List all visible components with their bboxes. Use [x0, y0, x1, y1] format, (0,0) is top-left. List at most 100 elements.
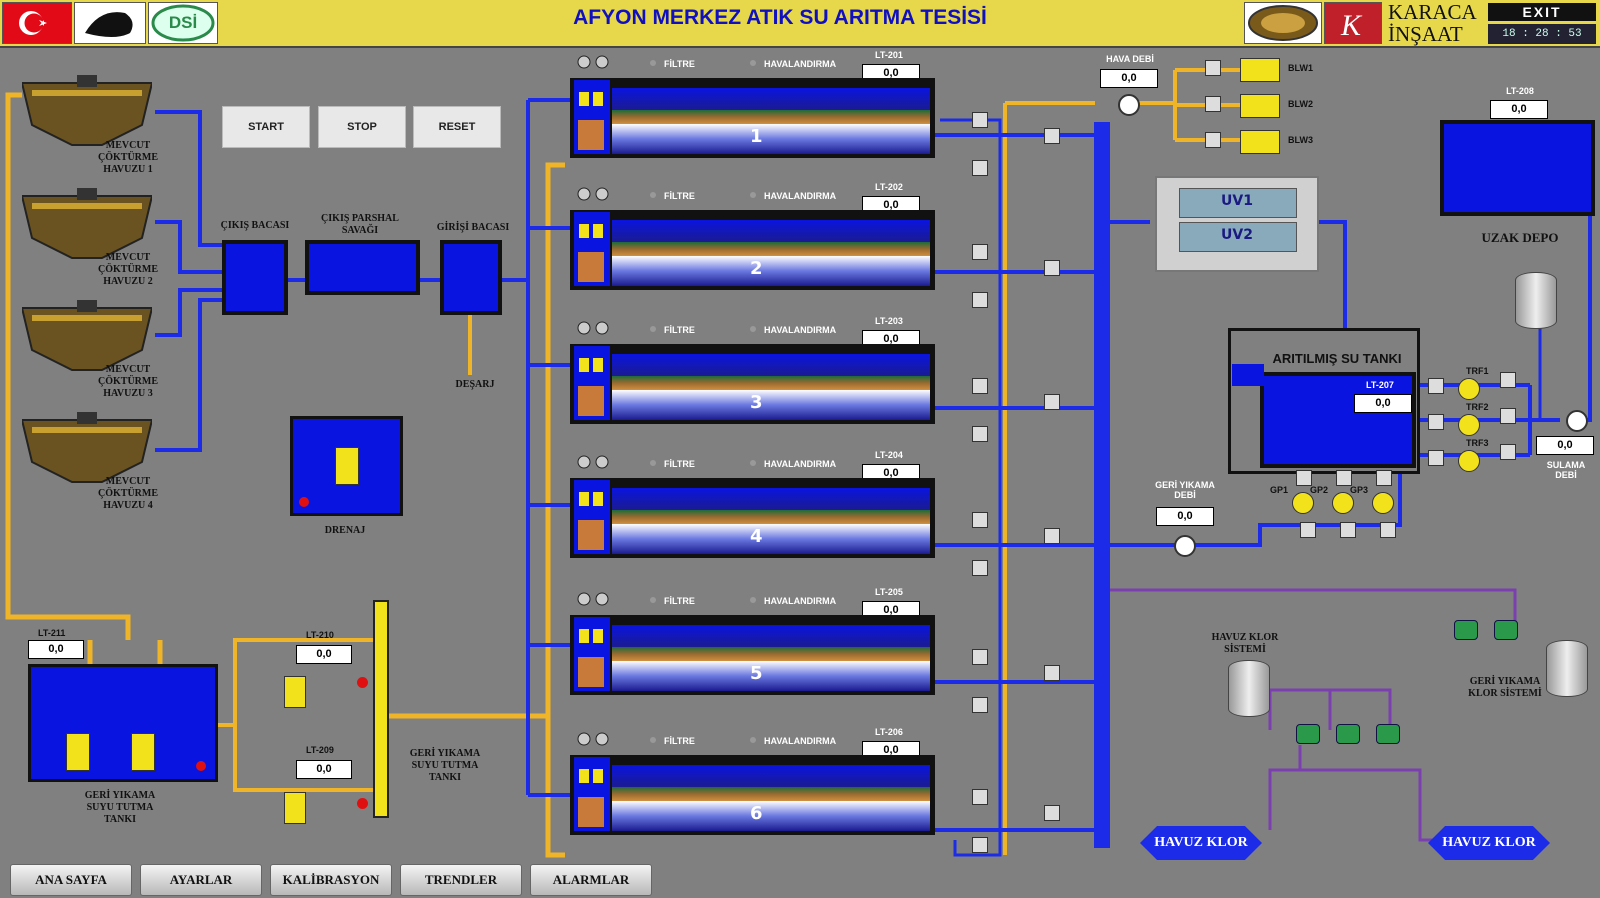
- parshal-flume[interactable]: [305, 240, 420, 295]
- geri-yikama-debi-value: 0,0: [1156, 507, 1214, 526]
- sulama-flow-meter-icon: [1566, 410, 1588, 432]
- filter-6-basin[interactable]: [570, 755, 935, 835]
- nav-alarmlar-button[interactable]: ALARMLAR: [530, 864, 652, 896]
- start-button[interactable]: START: [222, 106, 310, 148]
- uv2-chamber[interactable]: [1179, 222, 1297, 252]
- girisi-bacasi-tank[interactable]: [440, 240, 502, 315]
- cikis-bacasi-tank[interactable]: [222, 240, 288, 315]
- filter-1-valve-icon[interactable]: [972, 112, 988, 128]
- filter-4-outlet-valve-icon[interactable]: [1044, 528, 1060, 544]
- chlor-pump-5-icon[interactable]: [1494, 620, 1518, 640]
- clarifier-3[interactable]: [20, 300, 154, 372]
- havuz-klor-arrow-left[interactable]: [1140, 826, 1262, 860]
- gp-2-top-valve-icon[interactable]: [1336, 470, 1352, 486]
- blower-3[interactable]: [1240, 130, 1280, 154]
- sulama-debi-label: SULAMA DEBİ: [1546, 460, 1586, 480]
- lt-209-tag: LT-209: [306, 745, 334, 755]
- filter-5-basin[interactable]: [570, 615, 935, 695]
- nav-kali̇brasyon-button[interactable]: KALİBRASYON: [270, 864, 392, 896]
- trf-1-outlet-valve-icon[interactable]: [1500, 372, 1516, 388]
- nav-trendler-button[interactable]: TRENDLER: [400, 864, 522, 896]
- filter-5-valve-icon[interactable]: [972, 649, 988, 665]
- dsi-logo: DSİ: [148, 2, 218, 44]
- nav-ayarlar-button[interactable]: AYARLAR: [140, 864, 262, 896]
- gp-1-bottom-valve-icon[interactable]: [1300, 522, 1316, 538]
- gp-3-pump[interactable]: [1372, 492, 1394, 514]
- gy-pump-2-icon[interactable]: [131, 733, 155, 771]
- gy-level-column: [373, 600, 389, 818]
- uv-unit[interactable]: UV1 UV2: [1155, 176, 1319, 272]
- gp-2-pump[interactable]: [1332, 492, 1354, 514]
- uzak-depo-chlor-tank[interactable]: [1515, 272, 1557, 329]
- filter-2-mode-filtre: FİLTRE: [650, 184, 695, 203]
- drenaj-tank[interactable]: [290, 416, 403, 516]
- gp-3-top-valve-icon[interactable]: [1376, 470, 1392, 486]
- uv1-label: UV1: [1221, 193, 1253, 209]
- exit-button[interactable]: EXIT: [1488, 3, 1596, 21]
- clarifier-1[interactable]: [20, 75, 154, 147]
- trf-3-inlet-valve-icon[interactable]: [1428, 450, 1444, 466]
- filter-2-air-valve-icon[interactable]: [972, 292, 988, 308]
- filter-1-air-valve-icon[interactable]: [972, 160, 988, 176]
- gp-1-pump[interactable]: [1292, 492, 1314, 514]
- gy-small-pump-bottom-icon[interactable]: [284, 792, 306, 824]
- aritilmis-tank[interactable]: [1260, 372, 1416, 468]
- filter-4-valve-icon[interactable]: [972, 512, 988, 528]
- filter-2-valve-icon[interactable]: [972, 244, 988, 260]
- geri-yikama-klor-tank[interactable]: [1546, 640, 1588, 697]
- gp-3-bottom-valve-icon[interactable]: [1380, 522, 1396, 538]
- filter-6-valve-icon[interactable]: [972, 789, 988, 805]
- gy-pump-1-icon[interactable]: [66, 733, 90, 771]
- chlor-pump-3-icon[interactable]: [1376, 724, 1400, 744]
- stop-button[interactable]: STOP: [318, 106, 406, 148]
- filter-3-mode-filtre: FİLTRE: [650, 318, 695, 337]
- trf-2-inlet-valve-icon[interactable]: [1428, 414, 1444, 430]
- filter-4-air-valve-icon[interactable]: [972, 560, 988, 576]
- gy-small-pump-top-icon[interactable]: [284, 676, 306, 708]
- gp-1-top-valve-icon[interactable]: [1296, 470, 1312, 486]
- blower-1-valve-icon[interactable]: [1205, 60, 1221, 76]
- filter-2-motors: [576, 186, 612, 202]
- filter-1-basin[interactable]: [570, 78, 935, 158]
- uv1-chamber[interactable]: [1179, 188, 1297, 218]
- gp-2-bottom-valve-icon[interactable]: [1340, 522, 1356, 538]
- trf-2-pump[interactable]: [1458, 414, 1480, 436]
- filter-6-air-valve-icon[interactable]: [972, 837, 988, 853]
- dsi-logo-text: DSİ: [168, 13, 198, 32]
- havuz-klor-tank[interactable]: [1228, 660, 1270, 717]
- trf-1-inlet-valve-icon[interactable]: [1428, 378, 1444, 394]
- blower-3-valve-icon[interactable]: [1205, 132, 1221, 148]
- filter-4-basin[interactable]: [570, 478, 935, 558]
- chlor-pump-1-icon[interactable]: [1296, 724, 1320, 744]
- filter-6-outlet-valve-icon[interactable]: [1044, 805, 1060, 821]
- blower-2[interactable]: [1240, 94, 1280, 118]
- clarifier-2[interactable]: [20, 188, 154, 260]
- filter-3-valve-icon[interactable]: [972, 378, 988, 394]
- uzak-depo-tank[interactable]: [1440, 120, 1595, 216]
- chlor-pump-2-icon[interactable]: [1336, 724, 1360, 744]
- blower-1[interactable]: [1240, 58, 1280, 82]
- filter-2-basin[interactable]: [570, 210, 935, 290]
- svg-text:K: K: [1340, 9, 1363, 42]
- filter-2-outlet-valve-icon[interactable]: [1044, 260, 1060, 276]
- geri-yikama-main-tank[interactable]: [28, 664, 218, 782]
- havuz-klor-arrow-right[interactable]: [1428, 826, 1550, 860]
- clarifier-4[interactable]: [20, 412, 154, 484]
- blower-2-valve-icon[interactable]: [1205, 96, 1221, 112]
- trf-3-outlet-valve-icon[interactable]: [1500, 444, 1516, 460]
- nav-ana-sayfa-button[interactable]: ANA SAYFA: [10, 864, 132, 896]
- filter-5-air-valve-icon[interactable]: [972, 697, 988, 713]
- trf-2-outlet-valve-icon[interactable]: [1500, 408, 1516, 424]
- aritilmis-inlet-tank: [1232, 364, 1264, 386]
- filter-3-air-valve-icon[interactable]: [972, 426, 988, 442]
- filter-5-outlet-valve-icon[interactable]: [1044, 665, 1060, 681]
- filter-3-basin[interactable]: [570, 344, 935, 424]
- reset-button[interactable]: RESET: [413, 106, 501, 148]
- trf-3-pump[interactable]: [1458, 450, 1480, 472]
- chlor-pump-4-icon[interactable]: [1454, 620, 1478, 640]
- filter-1-outlet-valve-icon[interactable]: [1044, 128, 1060, 144]
- filter-3-outlet-valve-icon[interactable]: [1044, 394, 1060, 410]
- trf-1-pump[interactable]: [1458, 378, 1480, 400]
- drenaj-alarm-indicator: [299, 497, 309, 507]
- lt-209-value: 0,0: [296, 760, 352, 779]
